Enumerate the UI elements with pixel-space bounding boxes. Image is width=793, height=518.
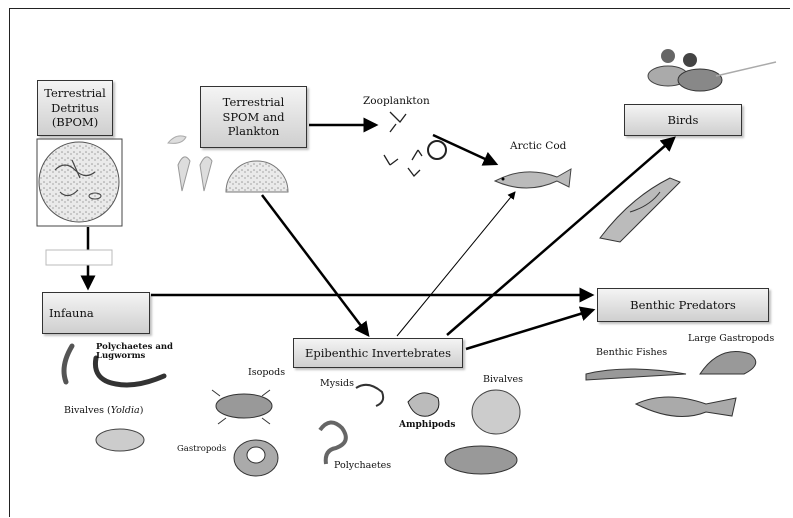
label-mysids: Mysids (320, 378, 354, 389)
spom-plankton-image (167, 135, 289, 193)
benthic-fish-image (585, 368, 687, 381)
birds-image (647, 49, 777, 92)
sculpin-fish-image (634, 396, 737, 417)
node-terrestrial-spom-plankton: Terrestrial SPOM and Plankton (200, 86, 307, 148)
arrow-epibenthic-to-cod (396, 191, 516, 337)
label-amphipods: Amphipods (399, 420, 456, 430)
node-epibenthic-invertebrates: Epibenthic Invertebrates (293, 338, 463, 368)
label-bivalves-yoldia: Bivalves (Yoldia) (64, 405, 144, 416)
arctic-cod-image (493, 168, 572, 189)
arrow-epibenthic-to-birds (446, 136, 676, 336)
arrow-epibenthic-to-benthic-predators (465, 306, 596, 351)
gastropod-image (233, 439, 279, 477)
node-birds: Birds (624, 104, 742, 136)
amphipod-image (407, 392, 440, 417)
polychaete-worms-image (61, 343, 167, 388)
arrow-zooplankton-to-cod (432, 133, 499, 166)
node-benthic-predators: Benthic Predators (597, 288, 769, 322)
label-polychaetes: Polychaetes (334, 460, 392, 471)
label-large-gastropods: Large Gastropods (688, 333, 775, 344)
bivalve-shells-image (444, 389, 521, 475)
arrow-spom-to-epibenthic (261, 194, 370, 337)
label-polychaetes-lugworms: Polychaetes and Lugworms (96, 342, 173, 362)
label-isopods: Isopods (248, 367, 286, 378)
mysid-image (355, 383, 385, 407)
label-gastropods: Gastropods (177, 444, 227, 454)
node-terrestrial-detritus: Terrestrial Detritus (BPOM) (37, 80, 113, 136)
yoldia-bivalve-image (95, 428, 145, 452)
label-zooplankton: Zooplankton (363, 95, 430, 107)
swimming-bird-image (599, 177, 681, 243)
isopod-image (211, 389, 273, 425)
polychaete-image (318, 420, 348, 465)
zooplankton-image (383, 111, 447, 177)
label-arctic-cod: Arctic Cod (510, 140, 567, 152)
detritus-blank-box (45, 249, 113, 266)
node-infauna: Infauna (42, 292, 150, 334)
label-benthic-fishes: Benthic Fishes (596, 347, 668, 358)
large-gastropod-image (699, 351, 757, 375)
detritus-microscope-image (38, 141, 120, 223)
label-bivalves: Bivalves (483, 374, 523, 385)
figure-frame (9, 8, 790, 517)
